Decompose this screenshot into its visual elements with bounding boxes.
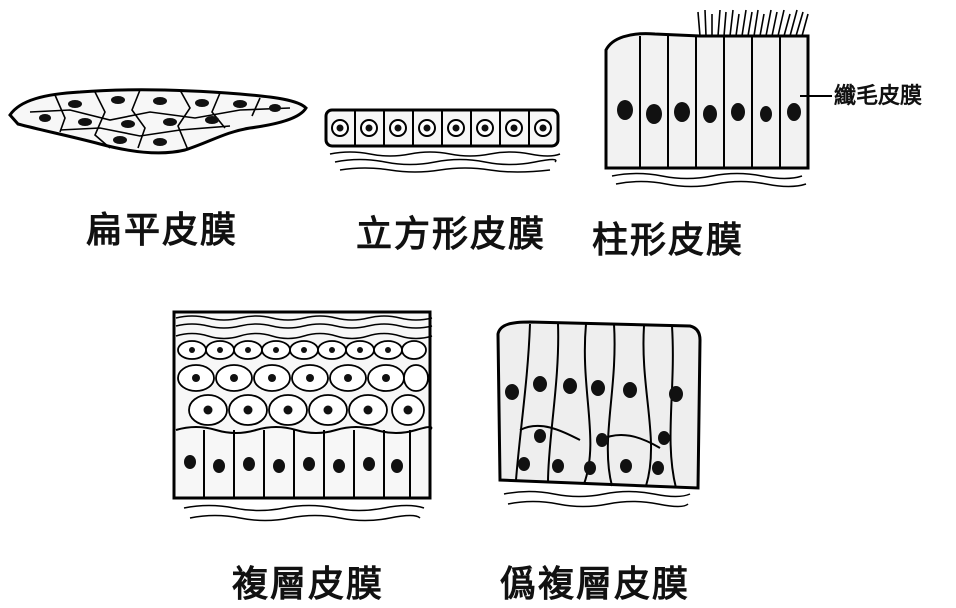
ciliated-callout-label: 纖毛皮膜 bbox=[834, 83, 923, 109]
cuboidal-caption: 立方形皮膜 bbox=[356, 213, 547, 255]
squamous-epithelium-illustration bbox=[8, 88, 308, 155]
squamous-caption: 扁平皮膜 bbox=[86, 209, 239, 251]
columnar-epithelium-illustration bbox=[604, 9, 832, 188]
pseudostratified-caption: 僞複層皮膜 bbox=[500, 563, 691, 605]
stratified-epithelium-illustration bbox=[172, 310, 433, 522]
columnar-caption: 柱形皮膜 bbox=[592, 219, 745, 261]
cuboidal-epithelium-illustration bbox=[324, 108, 561, 173]
pseudostratified-epithelium-illustration bbox=[496, 320, 702, 508]
stratified-caption: 複層皮膜 bbox=[232, 563, 385, 605]
